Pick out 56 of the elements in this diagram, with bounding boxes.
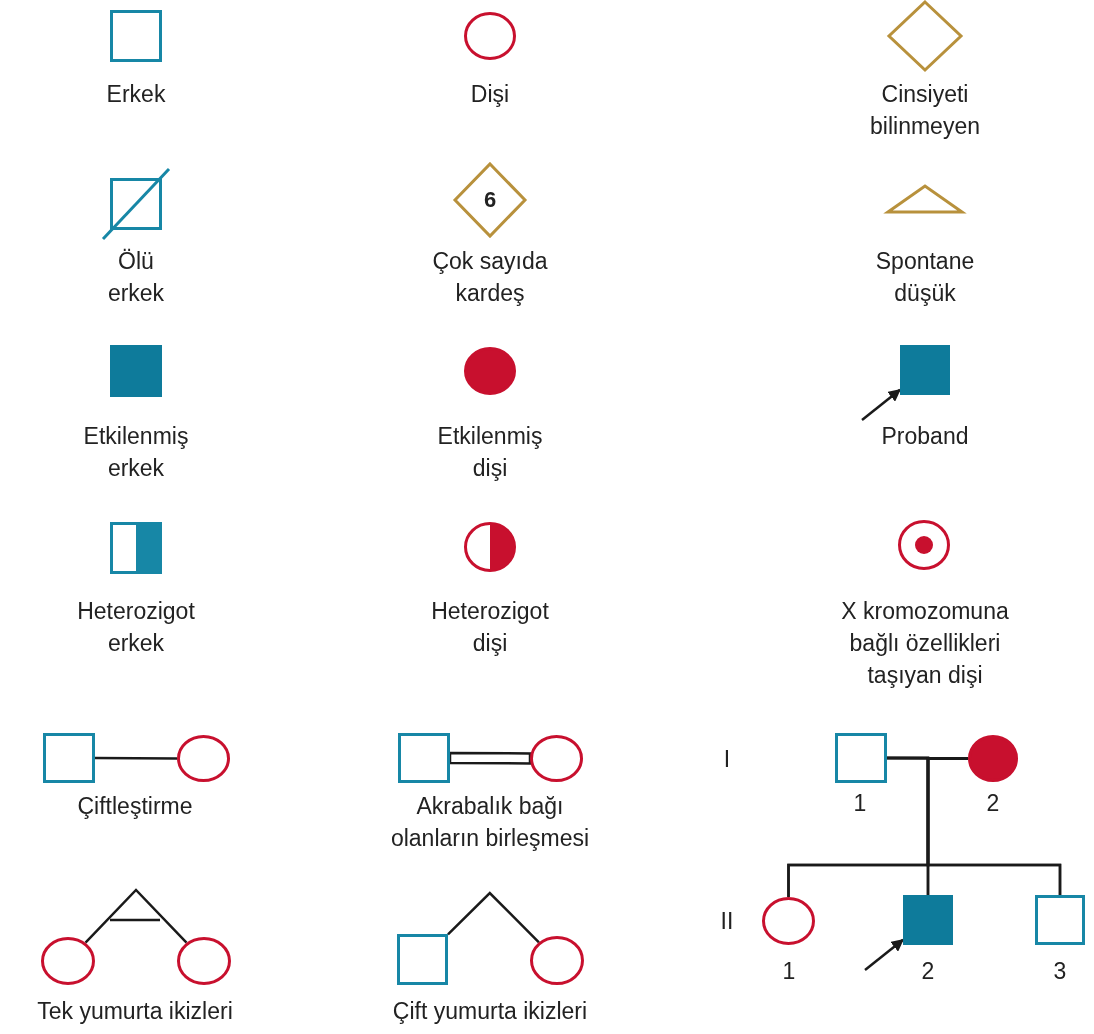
generation-member-number: 2 [985, 789, 1001, 818]
diamond-symbol [453, 162, 527, 238]
twin-line [84, 888, 188, 944]
circle-symbol [530, 735, 583, 782]
circle-symbol [177, 937, 231, 985]
generation-numeral: I [722, 745, 732, 774]
circle-symbol [464, 522, 516, 572]
symbol-caption: Heterozigot erkek [76, 597, 196, 658]
symbol-caption: Çok sayıda kardeş [431, 247, 549, 308]
generation-member-number: 1 [781, 957, 797, 986]
circle-symbol [968, 735, 1018, 782]
generation-member-number: 3 [1052, 957, 1068, 986]
symbol-caption: Çiftleştirme [76, 792, 194, 821]
proband-arrow [864, 938, 904, 971]
symbol-caption: Etkilenmiş dişi [436, 422, 544, 483]
square-symbol [43, 733, 95, 783]
descent-line [926, 757, 1062, 895]
square-symbol [110, 522, 162, 574]
circle-symbol [177, 735, 230, 782]
circle-symbol [898, 520, 950, 570]
proband-arrow [861, 388, 901, 421]
circle-symbol [41, 937, 95, 985]
twin-line [447, 891, 540, 944]
circle-symbol [530, 936, 584, 985]
symbol-caption: Tek yumurta ikizleri [36, 997, 234, 1026]
symbol-caption: Ölü erkek [106, 247, 166, 308]
symbol-caption: Heterozigot dişi [430, 597, 550, 658]
generation-member-number: 2 [920, 957, 936, 986]
square-symbol [903, 895, 953, 945]
square-symbol [110, 10, 162, 62]
square-symbol [397, 934, 448, 985]
circle-symbol [762, 897, 815, 945]
generation-member-number: 1 [852, 789, 868, 818]
square-symbol [835, 733, 887, 783]
square-symbol [110, 345, 162, 397]
generation-numeral: II [719, 907, 735, 936]
triangle-symbol [886, 184, 964, 214]
symbol-caption: X kromozomuna bağlı özellikleri taşıyan dişi [840, 597, 1010, 690]
symbol-caption: Etkilenmiş erkek [82, 422, 190, 483]
circle-symbol [464, 347, 516, 395]
symbol-caption: Akrabalık bağı olanların birleşmesi [389, 792, 591, 853]
square-symbol [398, 733, 450, 783]
symbol-caption: Dişi [469, 80, 511, 109]
circle-symbol [464, 12, 516, 60]
symbol-caption: Cinsiyeti bilinmeyen [869, 80, 981, 141]
mating-line [95, 756, 177, 760]
square-symbol [900, 345, 950, 395]
diamond-symbol [887, 0, 963, 72]
count-number: 6 [482, 186, 498, 214]
symbol-caption: Spontane düşük [874, 247, 976, 308]
consanguineous-mating-line [448, 751, 532, 765]
deceased-square-symbol [102, 168, 170, 240]
symbol-caption: Proband [880, 422, 970, 451]
symbol-caption: Erkek [105, 80, 167, 109]
square-symbol [1035, 895, 1085, 945]
symbol-caption: Çift yumurta ikizleri [391, 997, 589, 1026]
